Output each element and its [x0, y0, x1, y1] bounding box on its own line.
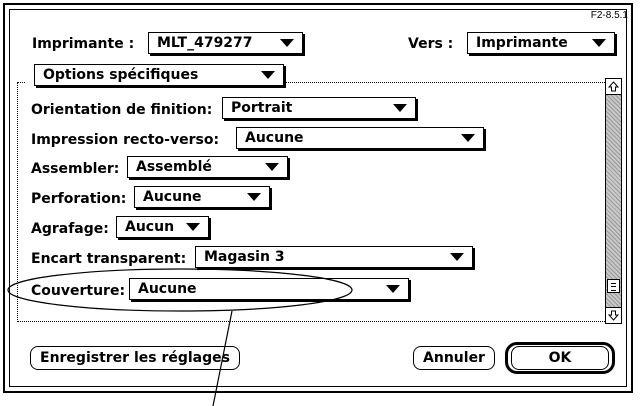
- chevron-down-icon: [450, 253, 464, 261]
- chevron-down-icon: [386, 285, 400, 293]
- printer-popup-value: MLT_479277: [157, 35, 253, 51]
- perforation-value: Aucune: [143, 189, 202, 205]
- arrow-down-icon: [608, 310, 619, 321]
- destination-popup[interactable]: Imprimante: [467, 32, 615, 54]
- transparency-insert-value: Magasin 3: [204, 249, 285, 265]
- chevron-down-icon: [186, 223, 200, 231]
- option-label: Agrafage:: [31, 221, 109, 237]
- chevron-down-icon: [247, 193, 261, 201]
- duplex-value: Aucune: [245, 130, 304, 146]
- arrow-up-icon: [608, 81, 619, 92]
- transparency-insert-popup[interactable]: Magasin 3: [195, 246, 473, 268]
- chevron-down-icon: [280, 39, 294, 47]
- option-label: Couverture:: [31, 283, 126, 299]
- scroll-track[interactable]: [606, 95, 621, 307]
- duplex-popup[interactable]: Aucune: [236, 127, 484, 149]
- orientation-popup[interactable]: Portrait: [222, 97, 416, 119]
- option-label: Perforation:: [31, 191, 127, 207]
- scroll-thumb[interactable]: [607, 279, 620, 293]
- callout-ellipse: [7, 268, 353, 312]
- option-label: Impression recto-verso:: [31, 132, 220, 148]
- option-label: Encart transparent:: [31, 251, 187, 267]
- destination-label: Vers :: [408, 36, 454, 52]
- printer-popup[interactable]: MLT_479277: [148, 32, 303, 54]
- stapling-value: Aucun: [125, 219, 175, 235]
- orientation-value: Portrait: [231, 100, 293, 116]
- collate-popup[interactable]: Assemblé: [127, 156, 288, 178]
- option-label: Orientation de finition:: [31, 102, 213, 118]
- printer-label: Imprimante :: [32, 36, 135, 52]
- destination-popup-value: Imprimante: [476, 35, 568, 51]
- scroll-up-button[interactable]: [606, 79, 621, 95]
- cover-popup[interactable]: Aucune: [129, 278, 409, 300]
- options-scrollbar[interactable]: [605, 78, 622, 324]
- ok-button[interactable]: OK: [511, 346, 609, 370]
- option-label: Assembler:: [31, 161, 120, 177]
- dialog-frame: [9, 9, 627, 387]
- chevron-down-icon: [592, 39, 606, 47]
- perforation-popup[interactable]: Aucune: [134, 186, 270, 208]
- cover-value: Aucune: [138, 281, 197, 297]
- collate-value: Assemblé: [136, 159, 212, 175]
- save-settings-button[interactable]: Enregistrer les réglages: [30, 346, 240, 370]
- callout-leader-line: [212, 310, 233, 406]
- default-button-ring: [505, 342, 615, 374]
- scroll-down-button[interactable]: [606, 307, 621, 323]
- cancel-button[interactable]: Annuler: [413, 346, 495, 370]
- chevron-down-icon: [393, 104, 407, 112]
- panel-selector-popup[interactable]: Options spécifiques: [34, 64, 284, 86]
- chevron-down-icon: [265, 163, 279, 171]
- panel-selector-value: Options spécifiques: [43, 67, 199, 83]
- stapling-popup[interactable]: Aucun: [116, 216, 209, 238]
- chevron-down-icon: [261, 71, 275, 79]
- reference-code: F2-8.5.1: [590, 10, 628, 21]
- chevron-down-icon: [461, 134, 475, 142]
